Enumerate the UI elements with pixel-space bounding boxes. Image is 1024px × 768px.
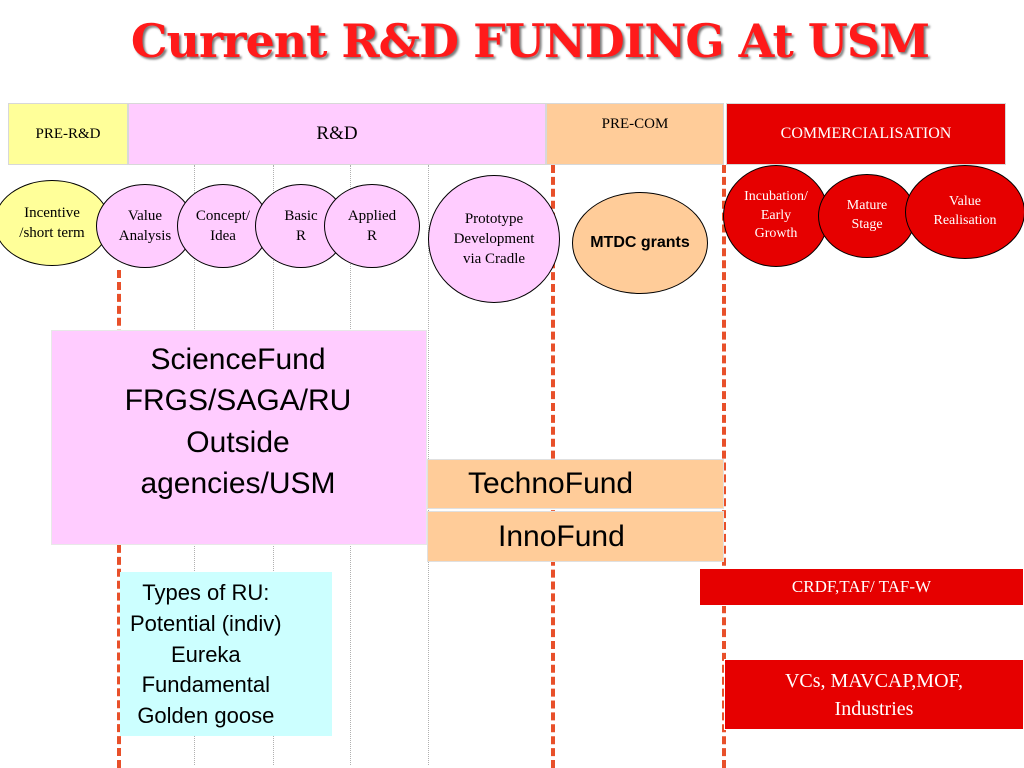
innofund-label: InnoFund [498,519,625,553]
circle-incentive: Incentive /short term [0,180,110,266]
page-title: Current R&D FUNDING At USM [130,14,930,68]
crdf-box: CRDF,TAF/ TAF-W [699,568,1024,606]
stage-commercialisation-label: COMMERCIALISATION [780,125,952,142]
crdf-label: CRDF,TAF/ TAF-W [791,577,932,596]
stage-pre-com: PRE-COM [546,103,724,165]
vcs-box: VCs, MAVCAP,MOF, Industries [724,659,1024,730]
circle-mtdc-grants: MTDC grants [572,192,708,294]
stage-pre-rd-label: PRE-R&D [35,125,101,142]
technofund-label: TechnoFund [468,467,634,500]
innofund-box: InnoFund [427,511,724,562]
ru-types-text: Types of RU: Potential (indiv) Eureka Fu… [130,580,282,729]
ru-types-box: Types of RU: Potential (indiv) Eureka Fu… [120,572,332,736]
stage-rd: R&D [128,103,546,165]
vcs-label: VCs, MAVCAP,MOF, Industries [784,669,964,720]
stage-commercialisation: COMMERCIALISATION [726,103,1006,165]
circle-prototype: Prototype Development via Cradle [428,175,560,303]
stage-pre-rd: PRE-R&D [8,103,128,165]
technofund-box: TechnoFund [427,459,724,509]
sciencefund-box: ScienceFund FRGS/SAGA/RU Outside agencie… [51,330,427,545]
circle-value-realisation: Value Realisation [905,165,1024,259]
circle-mature-stage: Mature Stage [818,174,916,258]
circle-applied-r: Applied R [324,184,420,268]
stage-rd-label: R&D [316,123,358,144]
circle-incubation: Incubation/ Early Growth [723,165,829,267]
sciencefund-text: ScienceFund FRGS/SAGA/RU Outside agencie… [124,343,352,501]
stage-divider-commercialisation [722,165,726,768]
stage-pre-com-label: PRE-COM [601,116,669,132]
